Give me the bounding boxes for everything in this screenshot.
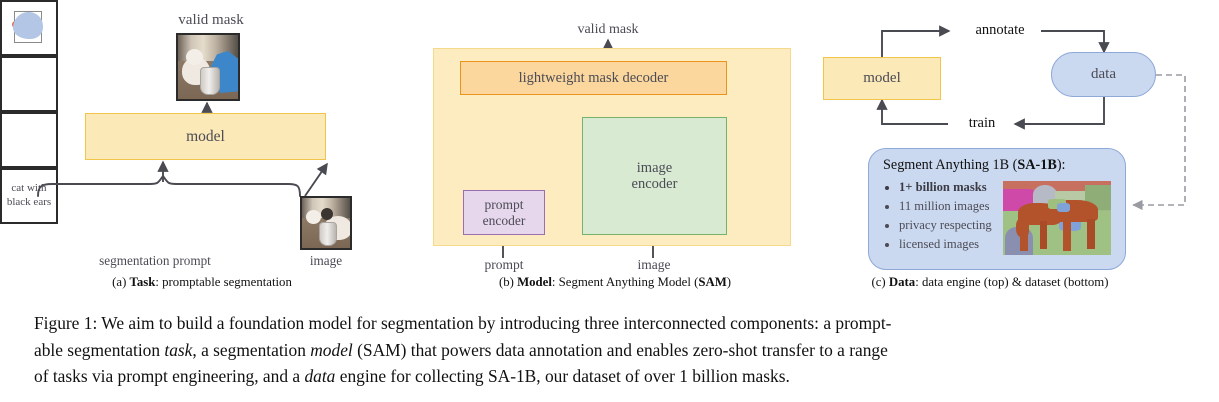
caption-line-3: of tasks via prompt engineering, and a d… [34,363,1189,390]
sa-1b-title-bold: SA-1B [1017,157,1057,173]
figure-caption: Figure 1: We aim to build a foundation m… [34,310,1189,390]
caption-line-3-b: engine for collecting SA-1B, our dataset… [335,366,790,387]
panel-b-caption-rest: : Segment Anything Model ( [551,275,699,289]
mask-blob-glyph [13,12,43,39]
panel-c-data-pill: data [1051,52,1156,97]
panel-a-caption-letter: (a) [112,275,130,289]
bullet-text: 11 million images [899,199,990,214]
panel-c-caption-letter: (c) [871,275,889,289]
panel-b-caption-bold2: SAM [698,275,727,289]
list-item: privacy respecting [899,216,992,235]
caption-line-1-text: Figure 1: We aim to build a foundation m… [34,313,892,333]
panel-b-caption-bold: Model [517,275,552,289]
train-label: train [968,115,996,131]
caption-emph-task: task [164,339,193,360]
panel-b-caption-end: ) [726,275,732,289]
panel-b-caption-letter: (b) [498,275,518,289]
valid-mask-thumbnail [176,33,240,101]
panel-b-image-input-label: image [637,257,671,272]
prompt-encoder-line-1: prompt [484,197,524,213]
panel-a-caption-bold: Task [129,275,156,289]
panel-c-model-box: model [823,57,941,100]
mask-prompt-box [0,12,58,168]
caption-line-2: able segmentation task, a segmentation m… [34,337,1189,364]
panel-a-output-label: valid mask [178,12,244,28]
bullet-text: privacy respecting [899,218,992,233]
panel-b-caption: (b) Model: Segment Anything Model (SAM) [455,275,775,290]
panel-b-prompt-input-label: prompt [484,257,524,272]
caption-line-2-c: (SAM) that powers data annotation and en… [352,339,888,360]
panel-a-model-box: model [85,113,326,160]
caption-line-1: Figure 1: We aim to build a foundation m… [34,310,1189,337]
prompt-encoder-box: prompt encoder [463,190,545,235]
sa-1b-dataset-card: Segment Anything 1B (SA-1B): 1+ billion … [868,148,1126,270]
bullet-text: licensed images [899,237,980,252]
sa-1b-title: Segment Anything 1B (SA-1B): [883,157,1065,174]
panel-a-caption-rest: : promptable segmentation [155,275,292,289]
panel-c-model-label: model [863,70,901,87]
sa-1b-title-prefix: Segment Anything 1B ( [883,157,1018,173]
lightweight-mask-decoder-box: lightweight mask decoder [460,61,727,95]
sa-1b-title-suffix: ): [1056,157,1066,173]
panel-c-caption: (c) Data: data engine (top) & dataset (b… [830,275,1150,290]
caption-line-3-a: of tasks via prompt engineering, and a [34,366,305,387]
panel-c-caption-bold: Data [888,275,916,289]
list-item: licensed images [899,235,992,254]
caption-line-2-a: able segmentation [34,339,165,360]
annotate-label: annotate [975,22,1025,38]
panel-a-input-image-thumbnail [300,196,352,250]
panel-c-caption-rest: : data engine (top) & dataset (bottom) [915,275,1109,289]
caption-emph-model: model [310,339,353,360]
caption-emph-data: data [304,366,336,387]
sa-1b-bullet-list: 1+ billion masks 11 million images priva… [883,178,992,255]
prompt-encoder-line-2: encoder [482,212,526,228]
image-encoder-box: image encoder [582,117,727,235]
segmentation-prompt-label: segmentation prompt [99,253,211,268]
panel-c-data-label: data [1091,66,1116,83]
box-prompt-box [0,11,58,112]
panel-b-output-label: valid mask [577,22,639,37]
list-item: 1+ billion masks [899,178,992,197]
sa-1b-sample-image [1003,181,1111,255]
text-prompt-box: cat with black ears [0,168,58,224]
panel-a-model-label: model [186,127,225,145]
panel-a-image-label: image [309,253,343,268]
image-encoder-line-2: encoder [631,176,678,192]
decoder-label: lightweight mask decoder [518,69,669,86]
text-prompt-line-1: cat with [11,182,47,195]
bullet-text: 1+ billion masks [899,180,987,194]
image-encoder-line-1: image [636,159,673,176]
panel-a-caption: (a) Task: promptable segmentation [62,275,342,290]
list-item: 11 million images [899,197,992,216]
caption-line-2-b: , a segmentation [192,339,311,360]
text-prompt-line-2: black ears [6,196,52,208]
